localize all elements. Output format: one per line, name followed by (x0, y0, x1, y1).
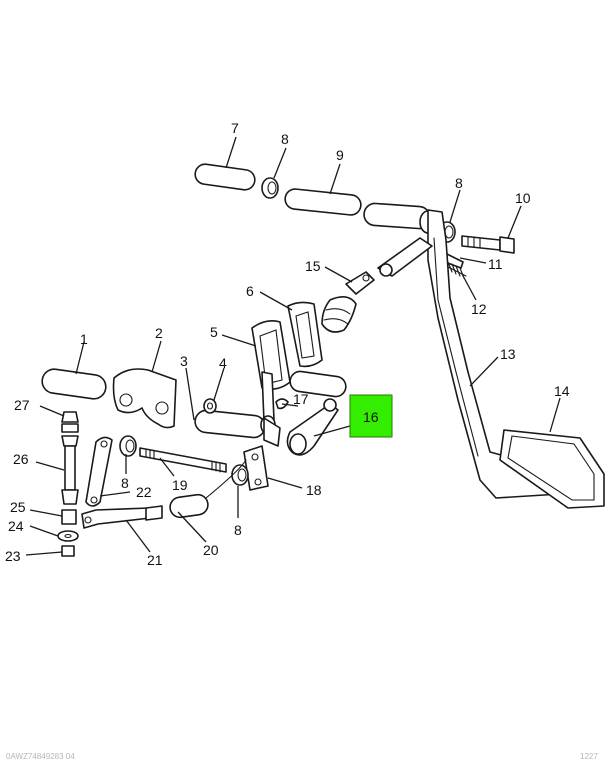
pedal-cross-shaft (363, 202, 437, 234)
callout-3: 3 (180, 353, 188, 369)
part-2-bracket[interactable] (112, 368, 177, 429)
part-7-tube[interactable] (194, 163, 256, 191)
part-4-washer[interactable] (203, 398, 217, 414)
part-20-rod[interactable] (169, 459, 247, 519)
callout-20: 20 (203, 542, 219, 558)
part-27-nut[interactable] (61, 411, 79, 433)
part-1-tube[interactable] (41, 368, 108, 401)
callout-2: 2 (155, 325, 163, 341)
part-14-pedal-pad[interactable] (499, 429, 605, 509)
callout-9: 9 (336, 147, 344, 163)
part-10-bolt[interactable] (461, 235, 515, 254)
part-8-bushing-left[interactable] (119, 435, 137, 457)
part-25-nut[interactable] (61, 509, 77, 525)
callout-25: 25 (10, 499, 26, 515)
callout-12: 12 (471, 301, 487, 317)
part-21-clevis[interactable] (81, 505, 163, 529)
footer-page-ref: 1227 (580, 752, 598, 761)
callout-10: 10 (515, 190, 531, 206)
callout-1: 1 (80, 331, 88, 347)
part-6-bracket[interactable] (287, 301, 323, 368)
part-8-bushing-center[interactable] (231, 464, 249, 486)
part-15-rod-end[interactable] (321, 271, 375, 333)
callout-23: 23 (5, 548, 21, 564)
part-8-bushing-top[interactable] (261, 177, 279, 199)
part-3-tube[interactable] (194, 409, 266, 439)
leader-lines (25, 136, 561, 556)
part-12-spring[interactable] (445, 261, 467, 279)
part-17-clip[interactable] (275, 398, 289, 410)
callout-14: 14 (554, 383, 570, 399)
part-18-link[interactable] (243, 445, 269, 491)
part-23-bolt[interactable] (61, 545, 75, 557)
callout-7: 7 (231, 120, 239, 136)
part-26-rod[interactable] (61, 435, 79, 505)
callout-6: 6 (246, 283, 254, 299)
callout-24: 24 (8, 518, 24, 534)
callout-19: 19 (172, 477, 188, 493)
part-19-threaded-rod[interactable] (139, 447, 227, 473)
callout-16[interactable]: 16 (363, 409, 379, 425)
callout-15: 15 (305, 258, 321, 274)
callout-5: 5 (210, 324, 218, 340)
callout-18: 18 (306, 482, 322, 498)
callout-11: 11 (488, 256, 503, 272)
callout-26: 26 (13, 451, 29, 467)
callout-17: 17 (293, 391, 309, 407)
part-16-lever[interactable] (286, 398, 339, 456)
callout-13: 13 (500, 346, 516, 362)
part-9-tube[interactable] (284, 188, 362, 216)
callout-21: 21 (147, 552, 163, 568)
part-16-highlight[interactable] (349, 394, 393, 438)
part-22-link[interactable] (85, 436, 113, 507)
callout-22: 22 (136, 484, 152, 500)
master-cylinder-linkage (260, 370, 347, 447)
callout-8-left: 8 (121, 475, 129, 491)
callout-27: 27 (14, 397, 30, 413)
callout-8-right: 8 (455, 175, 463, 191)
callout-labels: 7 8 9 8 10 11 12 13 14 15 6 5 4 3 2 1 27… (5, 120, 570, 568)
part-24-washer[interactable] (57, 530, 79, 542)
callout-8-top: 8 (281, 131, 289, 147)
footer-drawing-id: 0AWZ74849283 04 (6, 752, 75, 761)
callout-8-center: 8 (234, 522, 242, 538)
callout-4: 4 (219, 355, 227, 371)
